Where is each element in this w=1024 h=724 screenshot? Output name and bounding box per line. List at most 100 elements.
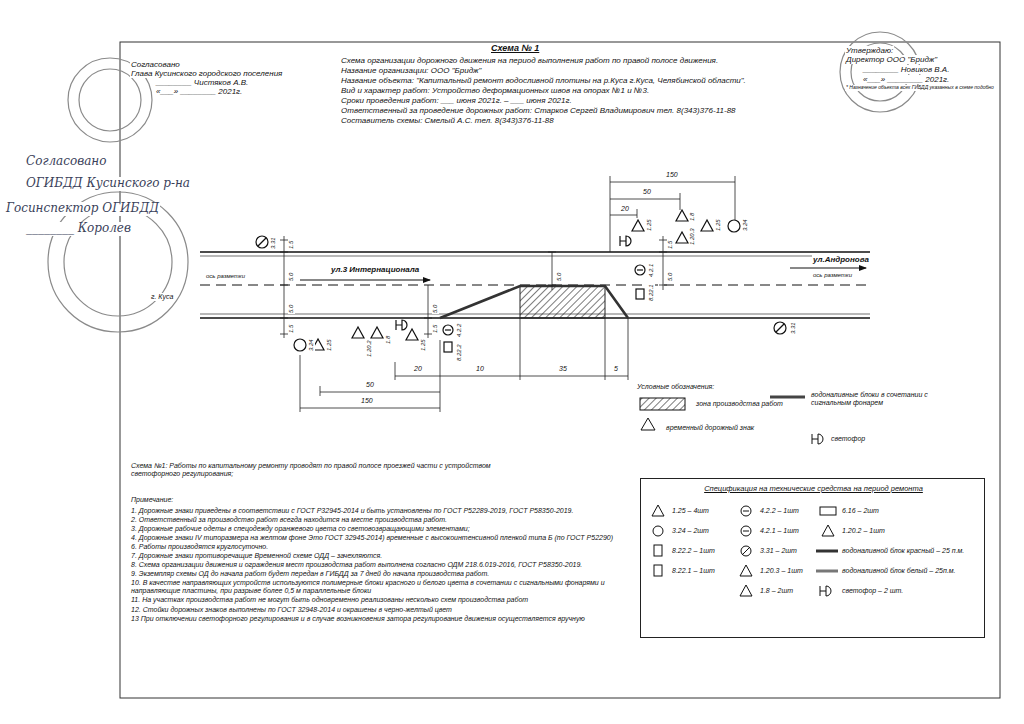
legend-text: зона производства работ xyxy=(695,400,784,408)
stamp xyxy=(79,69,141,131)
header-text: Название организации: ООО "Бридж" xyxy=(340,66,482,75)
spec-item: 4.2.1 – 1шт xyxy=(759,527,800,535)
approval-text: Утверждаю: xyxy=(845,46,894,55)
spec-item: 6.16 – 2шт xyxy=(841,507,880,515)
lane-width: 1.5 xyxy=(288,324,295,334)
note-text: 10. В качестве направляющих устройств ис… xyxy=(130,579,622,595)
handwritten-text: Согласовано xyxy=(25,155,107,169)
spec-item: 8.22.1 – 1шт xyxy=(671,567,716,575)
sign-code: 1.25 xyxy=(715,218,722,232)
dimension-lines xyxy=(552,252,553,290)
spec-item: 1.20.3 – 1шт xyxy=(759,567,804,575)
dimension-lines xyxy=(424,318,432,319)
spec-icon xyxy=(652,505,664,516)
handwritten-text: ОГИБДД Кусинского р-на xyxy=(25,177,191,191)
dimension-lines xyxy=(548,285,556,286)
work-zone xyxy=(520,286,605,318)
dimension-lines xyxy=(395,362,396,380)
dimension-lines xyxy=(280,318,288,319)
scheme-note: Схема №1: Работы по капитальному ремонту… xyxy=(130,462,492,478)
road-sign xyxy=(635,265,645,275)
sign-code: 8.22.2 xyxy=(456,343,463,362)
sheet-frame xyxy=(120,42,1000,698)
spec-icon xyxy=(740,565,752,576)
road-sign xyxy=(636,289,644,299)
header-text: Вид и характер работ: Устройство деформа… xyxy=(340,86,650,95)
sign-code: 1.8 xyxy=(385,335,392,345)
spec-icon xyxy=(740,585,752,596)
lane-width: 5.0 xyxy=(288,272,295,282)
dimension-lines xyxy=(424,334,432,335)
sign-code: 1.25 xyxy=(326,338,333,352)
spec-item: 3.24 – 2шт xyxy=(671,527,710,535)
legend-text: водоналивные блоки в сочетании с сигналь… xyxy=(810,391,962,407)
road-sign xyxy=(632,220,644,231)
lane-width: 5.0 xyxy=(288,304,295,314)
dimension: 150 xyxy=(665,171,679,179)
approval-note: * Назначение объекта всех ГИБДД указанны… xyxy=(845,85,995,91)
dimension-lines xyxy=(300,355,301,412)
lane-width: 5.0 xyxy=(556,272,563,282)
road-sign xyxy=(676,232,688,243)
dimension-lines xyxy=(280,252,288,253)
dimension: 5 xyxy=(613,365,619,373)
note-text: 6. Работы производятся круглосуточно. xyxy=(130,543,622,551)
dimension: 50 xyxy=(642,188,652,196)
dimension-lines xyxy=(659,252,667,253)
lane-width: 1.5 xyxy=(288,240,295,250)
sheet-frame xyxy=(120,42,1000,698)
street-name: ул.Андронова xyxy=(812,255,870,264)
road xyxy=(200,256,870,257)
road-marking-label: ось разметки xyxy=(812,272,853,279)
legend-text: временный дорожный знак xyxy=(665,424,755,432)
sign-code: 1.20.3 xyxy=(689,227,696,246)
note-text: 8. Схема организации движения и огражден… xyxy=(130,561,622,569)
dimension-lines xyxy=(659,285,667,286)
header-text: Схема организации дорожного движения на … xyxy=(340,56,719,65)
spec-item: 8.22.2 – 1шт xyxy=(671,547,716,555)
dimension: 50 xyxy=(365,381,375,389)
sign-code: 1.8 xyxy=(689,212,696,222)
road-sign xyxy=(637,269,643,270)
lane-width: 5.0 xyxy=(667,272,674,282)
spec-item: 3.31 – 2шт xyxy=(759,547,798,555)
lane-width: 5.0 xyxy=(432,304,439,314)
sign-code: 3.31 xyxy=(790,321,797,335)
scheme-title: Схема № 1 xyxy=(490,43,540,53)
dimension-lines xyxy=(610,199,680,200)
dimension: 20 xyxy=(413,365,423,373)
road-sign xyxy=(256,210,786,352)
spec-heading: Спецификация на технические средства на … xyxy=(703,485,924,494)
note-text: 13 При отключении светофорного регулиров… xyxy=(130,615,622,623)
dimension-lines xyxy=(659,240,667,241)
dimension-lines xyxy=(663,236,664,290)
spec-icon xyxy=(741,526,751,536)
dimension: 20 xyxy=(620,205,630,213)
legend-sample xyxy=(640,398,685,410)
traffic-light xyxy=(396,236,631,330)
note-text: 3. Дорожные рабочие одеты в спецодежду о… xyxy=(130,525,622,533)
handwritten-text: Госинспектор ОГИБДД xyxy=(5,202,160,216)
sign-code: 3.31 xyxy=(270,236,277,250)
sign-code: 1.25 xyxy=(646,218,653,232)
street-name: ул.3 Интернационала xyxy=(330,265,420,274)
dimension-lines xyxy=(280,285,288,286)
sign-code: 3.24 xyxy=(742,218,749,232)
sign-code: 3.24 xyxy=(308,338,315,352)
road-sign xyxy=(774,322,786,334)
road xyxy=(200,251,870,252)
approval-text: Директор ООО "Бридж" xyxy=(845,55,938,64)
note-text: 11. На участках производства работ не мо… xyxy=(130,596,622,604)
approval-text: «___» ________ 2021г. xyxy=(155,87,243,96)
approval-text: ________ Чистяков А.В. xyxy=(155,78,249,87)
road-sign xyxy=(406,329,418,340)
header-text: Составитель схемы: Смелый А.С. тел. 8(34… xyxy=(340,116,555,125)
dimension-lines xyxy=(735,176,736,220)
road-marking-label: ось разметки xyxy=(205,273,246,280)
spec-icon xyxy=(820,586,831,596)
spec-box: Спецификация на технические средства на … xyxy=(640,478,985,638)
spec-item: 4.2.2 – 1шт xyxy=(759,507,800,515)
spec-item: 1.20.2 – 1шт xyxy=(841,527,886,535)
road-sign xyxy=(728,220,740,232)
lane-width: 1.5 xyxy=(432,324,439,334)
